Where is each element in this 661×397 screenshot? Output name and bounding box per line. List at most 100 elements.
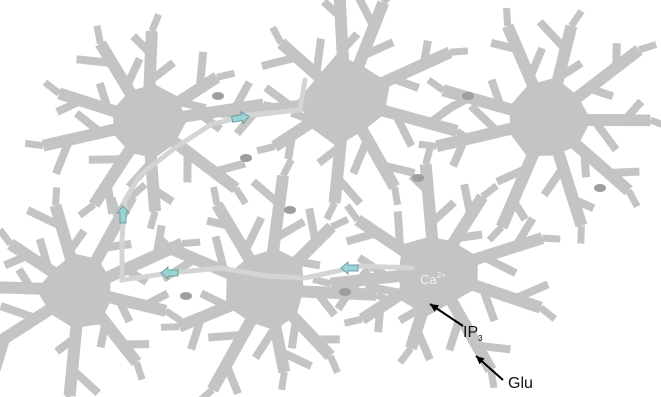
gap-junctions [180, 92, 606, 300]
cell-soma [297, 53, 390, 147]
cell-process-tip [210, 186, 221, 206]
cell-process-branch [263, 84, 294, 110]
cell-process-branch [212, 159, 247, 176]
cell-process-branch [55, 96, 83, 116]
astrocyte-cell [418, 7, 661, 244]
cell-process-tip [380, 0, 391, 5]
cell-process-branch [197, 110, 223, 133]
calcium-wave-arrow [116, 205, 130, 224]
calcium-wave-arrow [160, 266, 179, 280]
cell-process-branch [96, 321, 110, 349]
cell-process-branch [360, 38, 395, 60]
cell-process-branch [556, 59, 584, 82]
cell-process-branch [313, 289, 338, 318]
cell-process-tip [93, 25, 104, 45]
cell-process-branch [305, 207, 320, 244]
cell-process-branch [487, 78, 505, 108]
cell-process-tip [155, 233, 174, 252]
cell-process-tip [487, 369, 498, 389]
annotations [429, 303, 504, 381]
cell-process-tip [146, 210, 159, 230]
glutamate-label: Glu [508, 375, 533, 392]
cell-process-branch [115, 297, 134, 324]
cell-process-tip [42, 79, 62, 97]
calcium-wave-arrow [340, 261, 359, 275]
cell-process-branch [3, 251, 30, 270]
cell-process-branch [571, 195, 596, 212]
cell-process-tip [568, 9, 585, 28]
cell-process-branch [278, 347, 313, 370]
cell-process-tip [426, 76, 446, 94]
cell-process-branch [211, 235, 229, 273]
cell-process-branch [287, 319, 301, 349]
cell-process-branch [316, 143, 343, 167]
cell-process-branch [512, 216, 537, 249]
gap-junction [412, 174, 424, 182]
cell-process-tip [323, 201, 338, 221]
cell-process-tip [418, 140, 438, 150]
cell-process-tip [148, 13, 162, 33]
cell-process-branch [35, 237, 53, 271]
cell-process-tip [77, 201, 97, 219]
cell-process-branch [509, 198, 529, 222]
cell-process-tip [397, 346, 414, 365]
cell-process-branch [355, 0, 378, 29]
cell-process-tip [503, 7, 512, 27]
cell-process-tip [279, 158, 295, 178]
cell-process-branch [495, 164, 529, 186]
cell-process-tip [637, 41, 658, 54]
cell-process-branch [151, 185, 175, 205]
cell-process-branch [339, 31, 361, 54]
cell-process-tip [538, 305, 558, 322]
gap-junction [240, 154, 252, 162]
cell-process-tip [269, 25, 285, 45]
cell-process-tip [52, 187, 61, 206]
cell-process-tip [129, 181, 148, 199]
cell-process-tip [160, 323, 180, 331]
cell-process-branch [590, 117, 620, 153]
cell-process-branch [393, 211, 405, 249]
cell-soma [398, 236, 478, 317]
cell-process-branch [241, 215, 265, 254]
cell-process-tip [480, 182, 499, 200]
cell-process-branch [252, 324, 279, 360]
cell-process-branch [449, 138, 469, 168]
cell-process-tip [198, 387, 215, 397]
cell-process-tip [577, 225, 585, 244]
cell-process-tip [625, 188, 641, 209]
gap-junction [339, 288, 351, 296]
cell-process-branch [536, 19, 569, 53]
cell-process-branch [413, 327, 434, 362]
cell-process-tip [207, 107, 227, 119]
calcium-wave-arrow [231, 110, 250, 125]
cell-process-branch [0, 336, 11, 372]
cell-process-tip [256, 143, 276, 155]
cell-process-branch [442, 94, 472, 115]
cell-process-branch [102, 240, 132, 252]
cell-process-tip [449, 47, 469, 56]
cell-process-tip [216, 69, 236, 81]
astrocyte-cell [207, 0, 474, 221]
cell-process-branch [526, 46, 546, 80]
gap-junction [180, 292, 192, 300]
cell-process-tip [343, 315, 363, 327]
cell-process-branch [349, 137, 372, 175]
cell-process-tip [327, 354, 341, 374]
cell-process-branch [52, 138, 74, 176]
cell-process-branch [65, 228, 88, 255]
cell-process-branch [612, 43, 621, 68]
astrocyte-cell [24, 13, 282, 230]
gap-junction [594, 184, 606, 192]
cell-process-branch [261, 53, 299, 70]
cell-soma [113, 84, 187, 159]
cell-process-branch [468, 103, 501, 135]
cell-process-tip [232, 186, 249, 206]
cell-process-branch [364, 282, 403, 298]
astrocyte-cell [155, 158, 395, 397]
cell-process-tip [344, 203, 361, 223]
cell-process-branch [76, 55, 113, 68]
annotation-arrow [429, 303, 464, 327]
calcium-wave-paths [116, 77, 415, 283]
cell-soma [36, 253, 111, 328]
